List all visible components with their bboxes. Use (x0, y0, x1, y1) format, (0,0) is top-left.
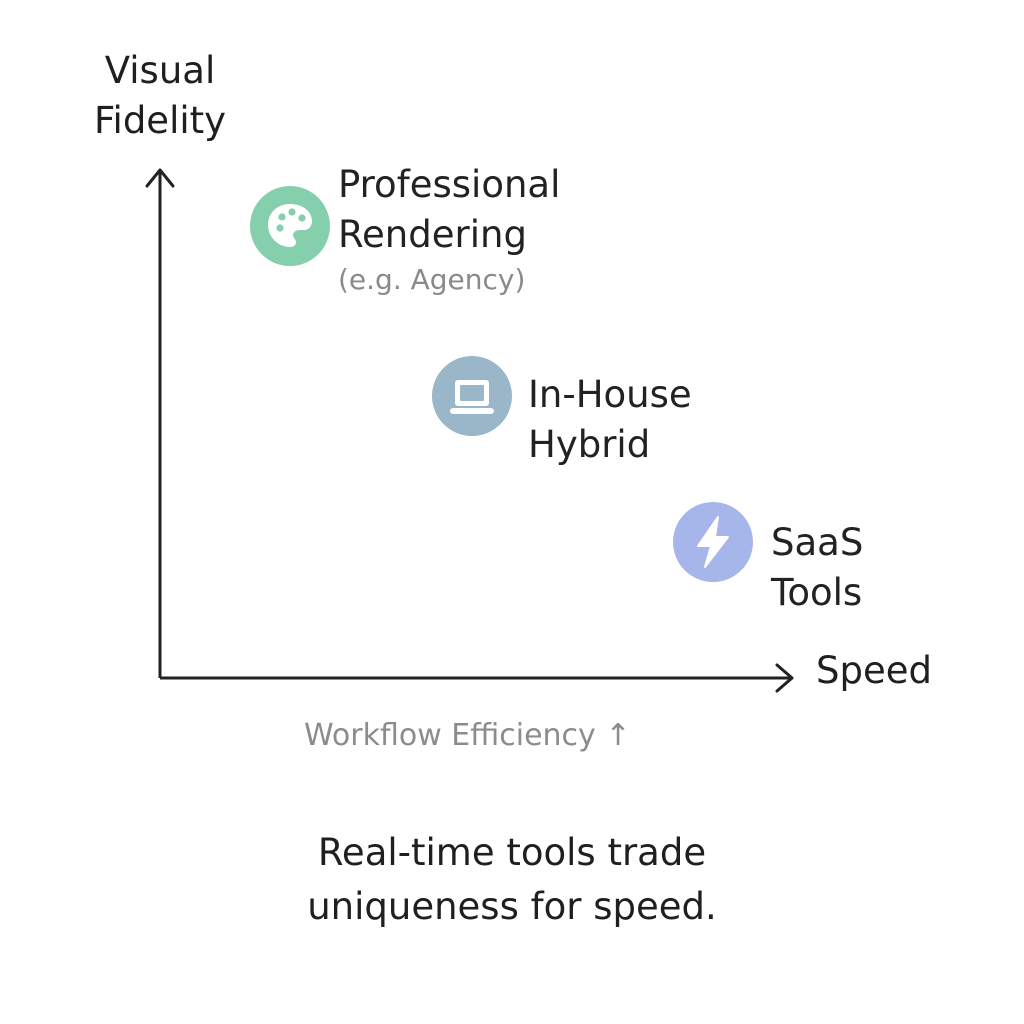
node-label-line: Professional (338, 163, 561, 206)
node-note: (e.g. Agency) (338, 263, 526, 296)
caption: Real-time tools trade uniqueness for spe… (112, 826, 912, 934)
node-label-line: In-House (528, 373, 692, 416)
node-label-line: SaaS (771, 521, 864, 564)
caption-line: Real-time tools trade (317, 831, 707, 874)
caption-line: uniqueness for speed. (307, 885, 717, 928)
node-label-line: Hybrid (528, 423, 651, 466)
node-saas-tools: SaaS Tools (771, 518, 863, 618)
node-in-house-hybrid: In-House Hybrid (528, 370, 692, 470)
y-axis-arrowhead (145, 168, 175, 188)
y-axis-label: Visual Fidelity (60, 46, 260, 146)
node-professional-rendering: Professional Rendering (e.g. Agency) (338, 160, 560, 300)
lightning-bolt-icon (673, 502, 753, 582)
palette-icon (250, 186, 330, 266)
x-axis-label: Speed (816, 649, 932, 692)
node-label-line: Rendering (338, 213, 527, 256)
y-axis-label-line: Visual (104, 49, 216, 92)
laptop-icon (432, 356, 512, 436)
x-axis-arrowhead (775, 663, 794, 693)
x-axis-note: Workflow Efficiency ↑ (304, 718, 631, 753)
y-axis-label-line: Fidelity (93, 99, 227, 142)
node-label-line: Tools (771, 571, 863, 614)
